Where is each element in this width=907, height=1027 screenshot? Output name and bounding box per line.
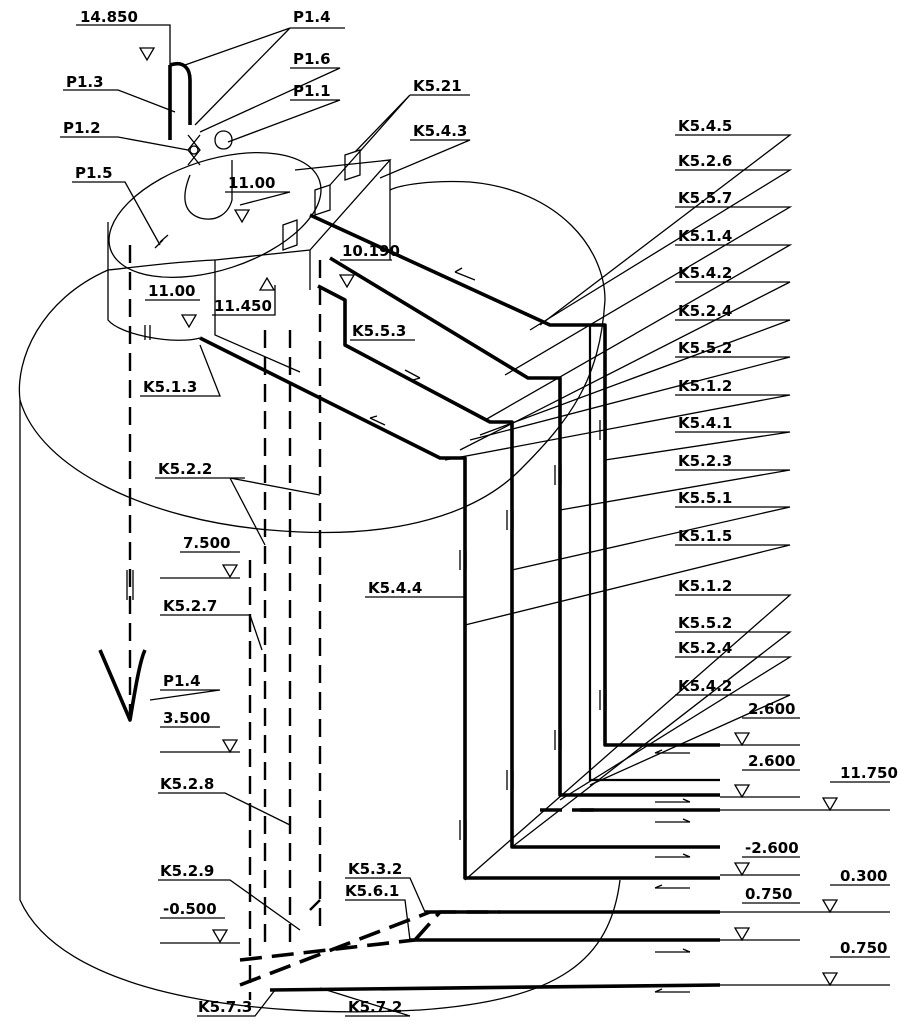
label-elev-1100-top: 11.00	[228, 174, 275, 192]
label-k561: K5.6.1	[345, 882, 399, 900]
label-elev-3500: 3.500	[163, 709, 210, 727]
label-k543: K5.4.3	[413, 122, 467, 140]
label-p16: P1.6	[293, 50, 331, 68]
label-elev-14850: 14.850	[80, 8, 138, 26]
label-elev-m0500: -0.500	[163, 900, 217, 918]
flow-arrows	[369, 267, 691, 993]
label-k528: K5.2.8	[160, 775, 214, 793]
label-p14-top: P1.4	[293, 8, 331, 26]
pipes-dashed	[128, 245, 600, 1000]
label-k523: K5.2.3	[678, 452, 732, 470]
label-k551: K5.5.1	[678, 489, 732, 507]
label-k512-r: K5.1.2	[678, 377, 732, 395]
label-k532: K5.3.2	[348, 860, 402, 878]
label-k545: K5.4.5	[678, 117, 732, 135]
leader-lines	[60, 24, 890, 1017]
label-k515: K5.1.5	[678, 527, 732, 545]
label-elev-0750-b: 0.750	[840, 939, 887, 957]
tank-outline	[18, 180, 621, 1013]
label-k572: K5.7.2	[348, 998, 402, 1016]
label-p15: P1.5	[75, 164, 113, 182]
fittings	[126, 234, 607, 840]
labels: 14.850 P1.4 P1.6 P1.3 P1.1 K5.21 P1.2 K5…	[63, 8, 898, 1016]
label-elev-0750-a: 0.750	[745, 885, 792, 903]
label-k552-r: K5.5.2	[678, 339, 732, 357]
label-k542-r: K5.4.2	[678, 264, 732, 282]
label-elev-m2600: -2.600	[745, 839, 799, 857]
label-k524-r: K5.2.4	[678, 302, 732, 320]
valves	[187, 130, 233, 166]
label-p14-low: P1.4	[163, 672, 201, 690]
label-p11: P1.1	[293, 82, 331, 100]
label-k529: K5.2.9	[160, 862, 214, 880]
label-elev-2600-a: 2.600	[748, 700, 795, 718]
label-elev-2600-b: 2.600	[748, 752, 795, 770]
label-k573: K5.7.3	[198, 998, 252, 1016]
label-k542-b: K5.4.2	[678, 677, 732, 695]
label-k513: K5.1.3	[143, 378, 197, 396]
label-k522: K5.2.2	[158, 460, 212, 478]
label-k527: K5.2.7	[163, 597, 217, 615]
label-k553: K5.5.3	[352, 322, 406, 340]
label-k557: K5.5.7	[678, 189, 732, 207]
label-k512-b: K5.1.2	[678, 577, 732, 595]
label-k524-b: K5.2.4	[678, 639, 732, 657]
label-k521: K5.21	[413, 77, 462, 95]
label-elev-11750: 11.750	[840, 764, 898, 782]
label-p13: P1.3	[66, 73, 104, 91]
label-elev-7500: 7.500	[183, 534, 230, 552]
label-k526: K5.2.6	[678, 152, 732, 170]
label-k541: K5.4.1	[678, 414, 732, 432]
label-k514: K5.1.4	[678, 227, 732, 245]
label-p12: P1.2	[63, 119, 101, 137]
label-elev-11450: 11.450	[214, 297, 272, 315]
label-k544: K5.4.4	[368, 579, 422, 597]
label-k552-b: K5.5.2	[678, 614, 732, 632]
label-elev-10190: 10.190	[342, 242, 400, 260]
elevation-markers	[138, 47, 839, 987]
label-elev-1100-left: 11.00	[148, 282, 195, 300]
pipes-solid	[98, 61, 721, 992]
label-elev-0300: 0.300	[840, 867, 887, 885]
